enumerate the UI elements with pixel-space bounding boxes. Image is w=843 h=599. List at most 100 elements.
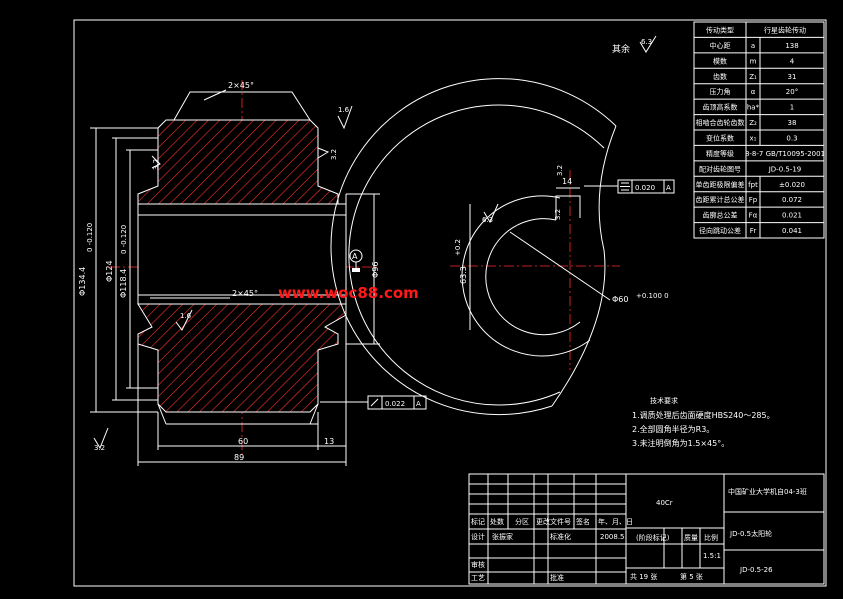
front-section-view: Φ134.4 0 -0.120 Φ124 Φ118.4 0 -0.120 Φ96… [78, 80, 427, 466]
rough-bore: 1.6 [175, 309, 193, 331]
bore-arc [485, 218, 581, 336]
rough-bottom: 3.2 [93, 427, 109, 452]
process-label: 工艺 [471, 574, 485, 582]
cut-boundary [551, 125, 617, 407]
param-symbol: fpt [748, 181, 758, 189]
symmetry-icon [620, 182, 630, 191]
rough-b-text: 3.2 [556, 165, 564, 176]
lower-hatch-section [137, 303, 347, 413]
param-symbol: x₁ [750, 134, 757, 142]
dim-width-89-text: 89 [234, 453, 244, 462]
param-name: 模数 [713, 56, 727, 65]
side-view: 14 6.3 3.2 3.2 63.3 +0.2 Φ60 +0.100 0 0.… [330, 78, 675, 416]
roughness-symbol-icon [175, 309, 193, 331]
rough-top-right: 1.6 [337, 105, 353, 130]
drawing-no-text: JD-0.5-26 [739, 566, 773, 574]
row-label-4: 签名 [576, 517, 590, 526]
standardize-label: 标准化 [550, 532, 571, 541]
roughness-symbol-icon [93, 427, 109, 450]
param-name: 径向跳动公差 [699, 226, 741, 235]
param-value: 0.041 [782, 227, 802, 235]
roughness-symbol-icon [151, 155, 161, 169]
bottom-left-edge [157, 403, 167, 425]
chamfer-mid-text: 2×45° [232, 289, 258, 298]
tech-item-3: 3.未注明倒角为1.5×45°。 [632, 438, 729, 448]
dim-root-text: Φ124 [105, 260, 114, 282]
param-symbol: Z₂ [749, 119, 757, 127]
sheets-text: 共 19 张 [630, 572, 657, 581]
tech-requirements: 技术要求 1.调质处理后齿面硬度HBS240～285。 2.全部圆角半径为R3。… [632, 396, 775, 448]
scale-value-text: 1.5:1 [703, 552, 721, 560]
perp-datum: A [416, 400, 421, 408]
review-label: 审核 [471, 560, 485, 569]
rough-left: 3.2 [151, 155, 161, 170]
perp-tolerance-frame: 0.022 A [320, 395, 427, 410]
param-value: 0.072 [782, 196, 802, 204]
param-name: 齿数 [713, 72, 727, 81]
dim-hub-text: Φ96 [371, 262, 380, 278]
param-value: 4 [790, 57, 795, 65]
perpendicular-icon [370, 398, 379, 407]
bore-leader [509, 231, 611, 301]
dim-keyway-text: 14 [562, 177, 572, 186]
scale-label: 比例 [704, 533, 718, 542]
param-name: 精度等级 [706, 149, 734, 158]
designer-text: 张振家 [492, 532, 513, 541]
title-block: 40Cr 中国矿业大学机自04-3班 JD-0.5太阳轮 JD-0.5-26 标… [468, 473, 825, 585]
roughness-other-note: 其余 6.3 [612, 35, 657, 55]
rough-top-right-text: 1.6 [338, 106, 350, 114]
param-name: 变位系数 [706, 133, 734, 142]
sheet-no-text: 第 5 张 [680, 572, 703, 581]
param-name: 齿距累计总公差 [696, 195, 745, 204]
dim-depth-tol-text: +0.2 [454, 239, 462, 256]
param-symbol: α [751, 88, 756, 96]
datum-label: A [352, 252, 358, 261]
part-name-text: JD-0.5太阳轮 [729, 529, 772, 538]
param-symbol: Fα [749, 212, 758, 220]
param-symbol: ha* [747, 104, 760, 112]
param-value: 138 [785, 42, 798, 50]
param-name: 配对齿轮图号 [699, 164, 741, 173]
roughness-other-label: 其余 [612, 43, 630, 55]
date-text: 2008.5 [600, 533, 625, 541]
dim-width-13-text: 13 [324, 437, 334, 446]
param-name: 压力角 [710, 87, 731, 96]
param-value: 1 [790, 104, 794, 112]
tech-item-1: 1.调质处理后齿面硬度HBS240～285。 [632, 410, 775, 420]
roughness-other-value: 6.3 [641, 38, 652, 46]
param-symbol: a [751, 42, 755, 50]
datum-triangle [352, 268, 360, 272]
param-value: 31 [788, 73, 797, 81]
param-name: 齿廓总公差 [703, 211, 738, 220]
rough-left-text: 3.2 [152, 159, 160, 170]
param-symbol: m [750, 57, 757, 65]
dim-width-60-text: 60 [238, 437, 248, 446]
approve-label: 批准 [550, 573, 564, 582]
sym-tolerance-frame: 0.020 A [584, 179, 675, 194]
rough-bore-text: 1.6 [180, 312, 192, 320]
param-value: 20° [786, 88, 798, 96]
row-label-1: 处数 [490, 517, 504, 526]
dim-depth-text: 63.3 [459, 266, 468, 284]
chamfer-top-text: 2×45° [228, 81, 254, 90]
material-text: 40Cr [656, 499, 673, 507]
param-name: 相啮合齿轮齿数 [696, 118, 745, 127]
row-label-2: 分区 [515, 517, 529, 526]
param-name: 中心距 [710, 41, 731, 50]
param-value: 行星齿轮传动 [764, 25, 806, 34]
dim-bore-tol-text: 0 -0.120 [120, 225, 128, 254]
sym-datum: A [666, 184, 671, 192]
rough-c-text: 3.2 [554, 209, 562, 220]
top-tooth-cap [173, 91, 311, 121]
dim-bore-text: Φ118.4 [119, 269, 128, 298]
rough-a-text: 6.3 [482, 216, 493, 224]
param-value: ±0.020 [779, 181, 805, 189]
dim-od-tol-text: 0 -0.120 [86, 223, 94, 252]
tech-item-2: 2.全部圆角半径为R3。 [632, 424, 714, 434]
row-label-0: 标记 [471, 517, 485, 526]
param-name: 齿顶高系数 [703, 103, 738, 112]
param-name: 单齿距极限偏差 [696, 180, 745, 189]
hub-arc [461, 195, 591, 357]
